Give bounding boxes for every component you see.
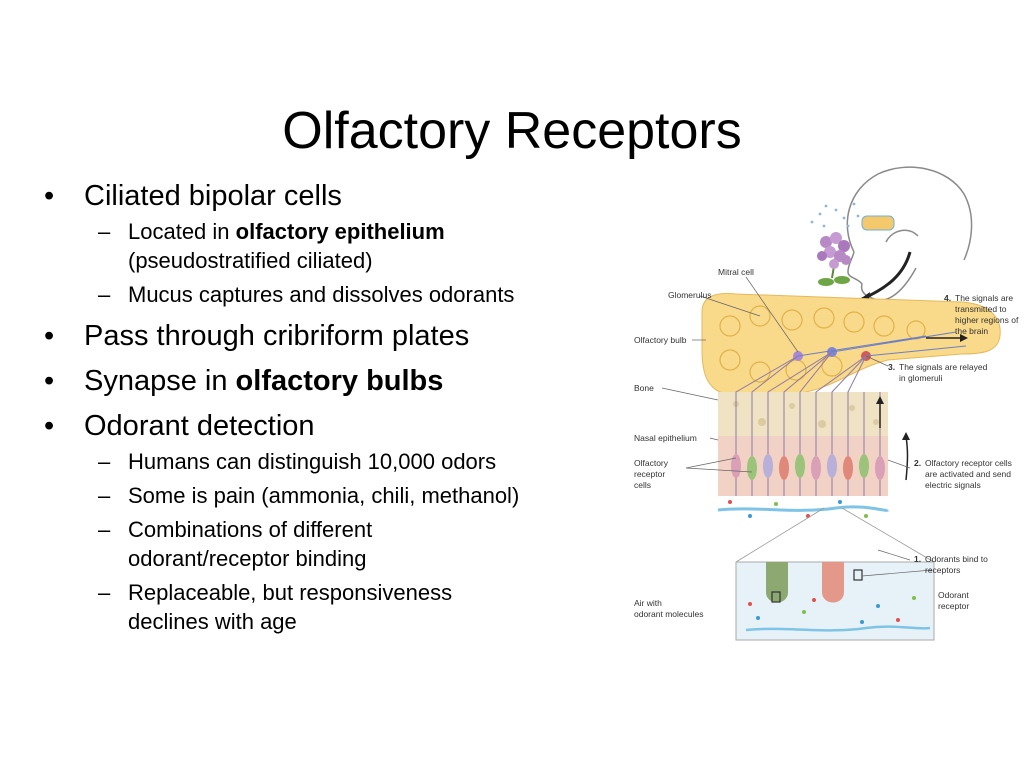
signal-arrowhead bbox=[960, 334, 968, 342]
bone-texture bbox=[733, 401, 879, 428]
step-4-line-1: The signals are bbox=[955, 293, 1013, 303]
sub-bullet-text: Some is pain (ammonia, chili, methanol) bbox=[128, 483, 520, 508]
sub-bullet-bold-text: olfactory epithelium bbox=[235, 219, 445, 244]
sub-bullet-item: – Combinations of different odorant/rece… bbox=[84, 515, 644, 573]
flower-illustration bbox=[817, 232, 851, 286]
upward-arrow-2 bbox=[905, 435, 909, 481]
sub-bullet-text: Mucus captures and dissolves odorants bbox=[128, 282, 515, 307]
step-2-line-1: Olfactory receptor cells bbox=[925, 458, 1012, 468]
sub-bullet-dash: – bbox=[98, 517, 111, 542]
step-2-line-2: are activated and send bbox=[925, 469, 1011, 479]
receptor-cell-bodies bbox=[731, 454, 885, 480]
step-2-line-3: electric signals bbox=[925, 480, 981, 490]
step-1-line-1: Odorants bind to bbox=[925, 554, 988, 564]
sub-bullet-text-line2: odorant/receptor binding bbox=[128, 546, 367, 571]
sub-bullet-dash: – bbox=[98, 282, 111, 307]
sub-bullet-dash: – bbox=[98, 580, 111, 605]
sub-bullet-text: Combinations of different bbox=[128, 517, 373, 542]
nasal-cavity-highlight bbox=[861, 215, 895, 231]
step-2-annotation: 2. Olfactory receptor cells are activate… bbox=[914, 458, 1012, 490]
step-3-line-1: The signals are relayed bbox=[899, 362, 988, 372]
bullet-dot: • bbox=[44, 365, 55, 397]
label-air-with-2: odorant molecules bbox=[634, 609, 703, 619]
nasal-cavity-air-stream bbox=[717, 505, 890, 512]
bullet-dot: • bbox=[44, 180, 55, 212]
sub-bullet-dash: – bbox=[98, 449, 111, 474]
label-bone: Bone bbox=[634, 383, 654, 393]
bone-layer bbox=[718, 392, 888, 436]
step-1-number: 1. bbox=[914, 554, 921, 564]
head-illustration bbox=[846, 166, 973, 301]
step-1-annotation: 1. Odorants bind to receptors bbox=[914, 554, 988, 575]
sub-bullet-list: – Humans can distinguish 10,000 odors – … bbox=[84, 447, 644, 636]
sub-bullet-item: – Humans can distinguish 10,000 odors bbox=[84, 447, 644, 476]
inset-odorant-molecules bbox=[748, 596, 916, 624]
bullet-item: • Odorant detection – Humans can disting… bbox=[44, 408, 644, 636]
label-mitral-cell: Mitral cell bbox=[718, 267, 754, 277]
label-olfactory-receptor-cells-1: Olfactory bbox=[634, 458, 669, 468]
sub-bullet-dash: – bbox=[98, 483, 111, 508]
bullet-dot: • bbox=[44, 410, 55, 442]
bullet-text: Synapse in bbox=[84, 365, 236, 397]
label-leader-lines bbox=[661, 276, 933, 577]
zoom-line-right bbox=[841, 507, 935, 563]
step-4-annotation: 4. The signals are transmitted to higher… bbox=[944, 293, 1019, 336]
sub-bullet-dash: – bbox=[98, 219, 111, 244]
bullet-list: • Ciliated bipolar cells – Located in ol… bbox=[44, 178, 644, 645]
inset-odorant-receptors bbox=[771, 569, 863, 603]
label-odorant-receptor-2: receptor bbox=[938, 601, 969, 611]
step-4-line-2: transmitted to bbox=[955, 304, 1007, 314]
step-3-number: 3. bbox=[888, 362, 895, 372]
olfactory-diagram: Mitral cell Glomerulus Olfactory bulb Bo… bbox=[634, 166, 1019, 641]
label-olfactory-receptor-cells-3: cells bbox=[634, 480, 651, 490]
step-3-line-2: in glomeruli bbox=[899, 373, 943, 383]
sub-bullet-text: Humans can distinguish 10,000 odors bbox=[128, 449, 497, 474]
sub-bullet-list: – Located in olfactory epithelium (pseud… bbox=[84, 217, 644, 309]
step-2-number: 2. bbox=[914, 458, 921, 468]
upward-arrowhead-1 bbox=[876, 396, 884, 404]
sub-bullet-item: – Replaceable, but responsiveness declin… bbox=[84, 578, 644, 636]
inhale-arrow bbox=[859, 251, 912, 302]
sub-bullet-text-line2: (pseudostratified ciliated) bbox=[128, 248, 373, 273]
label-odorant-receptor-1: Odorant bbox=[938, 590, 969, 600]
bullet-item: • Pass through cribriform plates bbox=[44, 318, 644, 354]
label-olfactory-bulb: Olfactory bulb bbox=[634, 335, 687, 345]
label-olfactory-receptor-cells-2: receptor bbox=[634, 469, 665, 479]
step-4-line-3: higher regions of bbox=[955, 315, 1019, 325]
sub-bullet-text: Located in bbox=[128, 219, 236, 244]
sub-bullet-text-line2: declines with age bbox=[128, 609, 297, 634]
step-3-annotation: 3. The signals are relayed in glomeruli bbox=[888, 362, 988, 383]
sub-bullet-item: – Mucus captures and dissolves odorants bbox=[84, 280, 644, 309]
sub-bullet-item: – Some is pain (ammonia, chili, methanol… bbox=[84, 481, 644, 510]
slide-title: Olfactory Receptors bbox=[282, 101, 742, 160]
inset-air-stream bbox=[745, 625, 931, 632]
bullet-text: Pass through cribriform plates bbox=[84, 320, 470, 352]
upward-arrowhead-2 bbox=[902, 432, 910, 440]
label-nasal-epithelium: Nasal epithelium bbox=[634, 433, 697, 443]
sub-bullet-item: – Located in olfactory epithelium (pseud… bbox=[84, 217, 644, 275]
bullet-item: • Ciliated bipolar cells – Located in ol… bbox=[44, 178, 644, 309]
bullet-item: • Synapse in olfactory bulbs bbox=[44, 363, 644, 399]
bullet-text: Ciliated bipolar cells bbox=[84, 180, 342, 212]
label-glomerulus: Glomerulus bbox=[668, 290, 711, 300]
step-4-number: 4. bbox=[944, 293, 951, 303]
inset-receptor-green bbox=[766, 562, 788, 603]
zoom-line-left bbox=[735, 507, 825, 563]
bullet-text: Odorant detection bbox=[84, 410, 315, 442]
inset-receptor-pink bbox=[822, 562, 844, 603]
bullet-dot: • bbox=[44, 320, 55, 352]
label-air-with-1: Air with bbox=[634, 598, 662, 608]
step-1-line-2: receptors bbox=[925, 565, 960, 575]
step-4-line-4: the brain bbox=[955, 326, 988, 336]
odor-particles bbox=[810, 202, 860, 228]
sub-bullet-text: Replaceable, but responsiveness bbox=[128, 580, 453, 605]
bullet-bold-text: olfactory bulbs bbox=[235, 365, 444, 397]
